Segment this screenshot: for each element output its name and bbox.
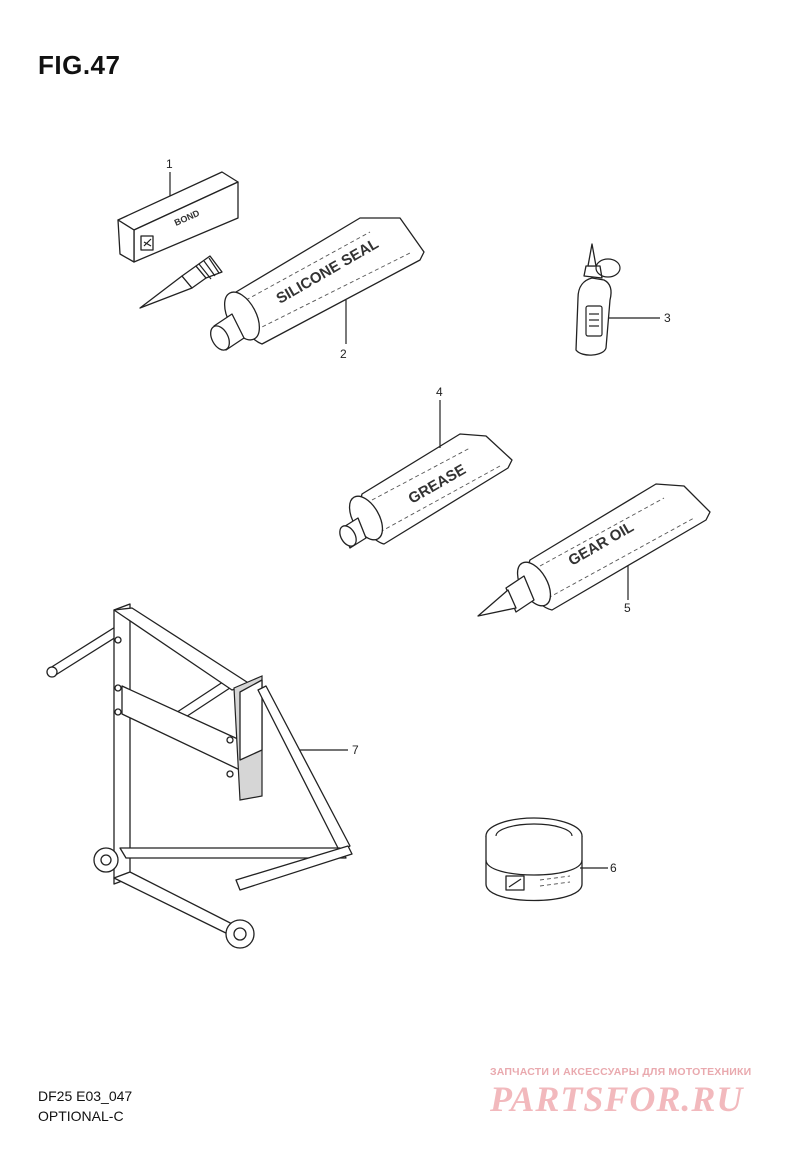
part-2-silicone-seal[interactable]: SILICONE SEAL — [207, 217, 425, 353]
part-7-engine-stand[interactable] — [46, 603, 353, 949]
watermark-tagline: ЗАПЧАСТИ И АКСЕССУАРЫ ДЛЯ МОТОТЕХНИКИ — [490, 1066, 752, 1078]
part-1-bond[interactable]: BOND — [117, 171, 239, 309]
callout-5: 5 — [624, 601, 631, 615]
callout-2: 2 — [340, 347, 347, 361]
part-4-grease[interactable]: GREASE — [336, 433, 513, 549]
part-6-tin[interactable] — [485, 817, 583, 902]
footer-diagram-name: OPTIONAL-C — [38, 1108, 124, 1124]
watermark-logo: PARTSFOR.RU — [490, 1079, 744, 1119]
callout-6: 6 — [610, 861, 617, 875]
footer-diagram-code: DF25 E03_047 — [38, 1088, 133, 1104]
callout-1: 1 — [166, 157, 173, 171]
callout-7: 7 — [352, 743, 359, 757]
part-5-gear-oil[interactable]: GEAR OIL — [477, 483, 711, 617]
part-3-oil-bottle[interactable] — [575, 243, 621, 356]
callouts: 1 2 3 4 5 6 7 — [166, 157, 671, 875]
callout-3: 3 — [664, 311, 671, 325]
figure-title: FIG.47 — [38, 50, 121, 80]
callout-4: 4 — [436, 385, 443, 399]
